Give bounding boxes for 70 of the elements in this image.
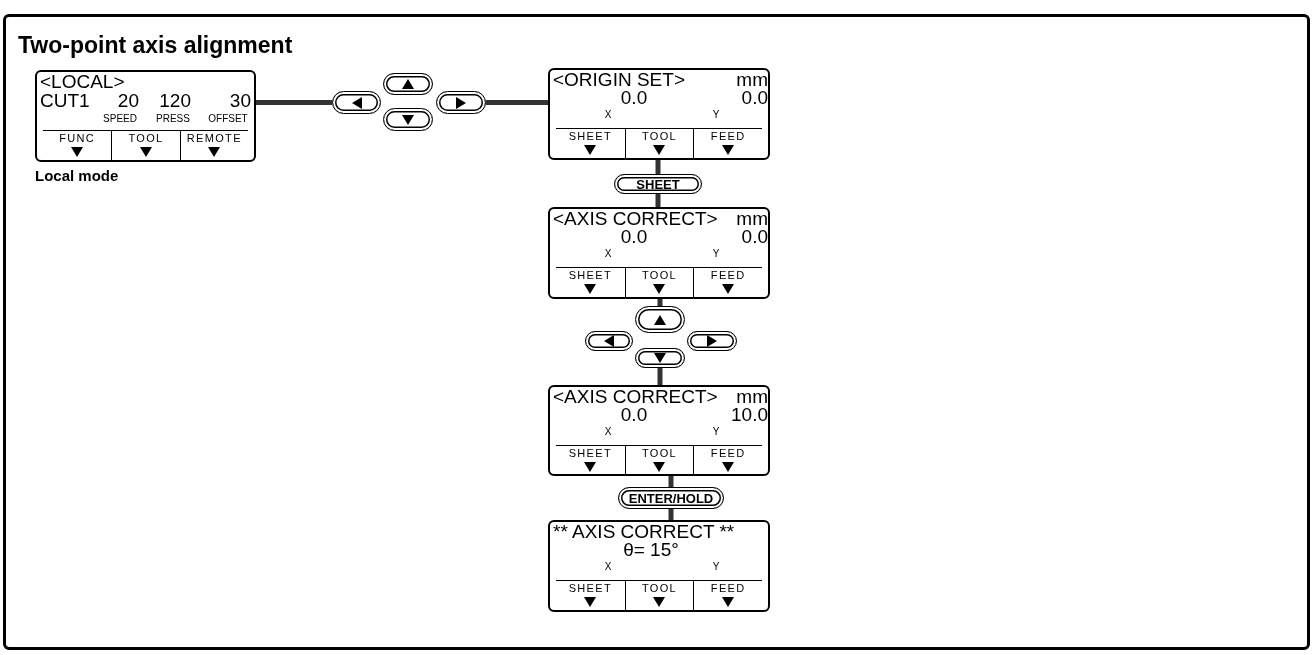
softkey-label: SHEET [568,583,612,594]
display-text: 20 [116,91,139,110]
lcd-screen [548,68,770,160]
lcd-screen [548,385,770,476]
lcd-screen [548,520,770,612]
connector-line [657,368,663,385]
arrow-key [687,331,737,351]
display-text: Y [711,562,721,572]
display-text: X [603,110,613,120]
display-text: 120 [158,91,191,110]
connector-line [256,100,332,105]
connector-line [668,509,674,520]
display-text: CUT1 [40,91,91,110]
connector-line [655,194,661,207]
arrow-key [332,91,381,114]
softkey-label: TOOL [641,583,677,594]
display-text: Y [711,427,721,437]
display-text: 0.0 [619,88,649,107]
display-text: OFFSET [207,114,249,124]
display-text: PRESS [155,114,191,124]
display-text: <AXIS CORRECT> [553,387,719,406]
display-text: X [603,427,613,437]
lcd-screen [35,70,256,162]
softkey-label: TOOL [641,448,677,459]
connector-line [657,299,663,306]
softkey-label: FEED [710,583,746,594]
arrow-key [383,108,433,131]
softkey-label: FEED [710,131,746,142]
softkey-label: SHEET [568,270,612,281]
display-text: SPEED [102,114,138,124]
lcd-screen [548,207,770,299]
display-text: Y [711,249,721,259]
softkey-label: TOOL [641,131,677,142]
display-text: <LOCAL> [40,72,126,91]
softkey-label: FUNC [59,133,96,144]
connector-line [668,476,674,487]
softkey-label: SHEET [568,131,612,142]
screen-caption: Local mode [35,168,119,183]
display-text: 10.0 [730,405,768,424]
title: Two-point axis alignment [18,34,293,57]
softkey-label: FEED [710,448,746,459]
connector-line [486,100,548,105]
softkey-label: REMOTE [186,133,242,144]
display-text: X [603,562,613,572]
key-button: ENTER/HOLD [618,487,724,509]
display-text: ** AXIS CORRECT ** [553,522,736,541]
display-text: mm [735,387,768,406]
key-button: SHEET [614,174,702,194]
display-text: 30 [228,91,251,110]
softkey-label: TOOL [641,270,677,281]
softkey-label: SHEET [568,448,612,459]
display-text: mm [735,70,768,89]
softkey-label: FEED [710,270,746,281]
display-text: 0.0 [740,227,768,246]
display-text: 0.0 [619,405,649,424]
display-text: 0.0 [619,227,649,246]
display-text: θ= 15° [622,540,680,559]
arrow-key [635,306,685,333]
display-text: mm [735,209,768,228]
arrow-key [585,331,633,351]
arrow-key [383,73,433,95]
display-text: <ORIGIN SET> [553,70,686,89]
display-text: 0.0 [740,88,768,107]
display-text: Y [711,110,721,120]
softkey-label: TOOL [128,133,164,144]
display-text: <AXIS CORRECT> [553,209,719,228]
arrow-key [436,91,486,114]
arrow-key [635,348,685,368]
display-text: X [603,249,613,259]
connector-line [655,160,661,174]
